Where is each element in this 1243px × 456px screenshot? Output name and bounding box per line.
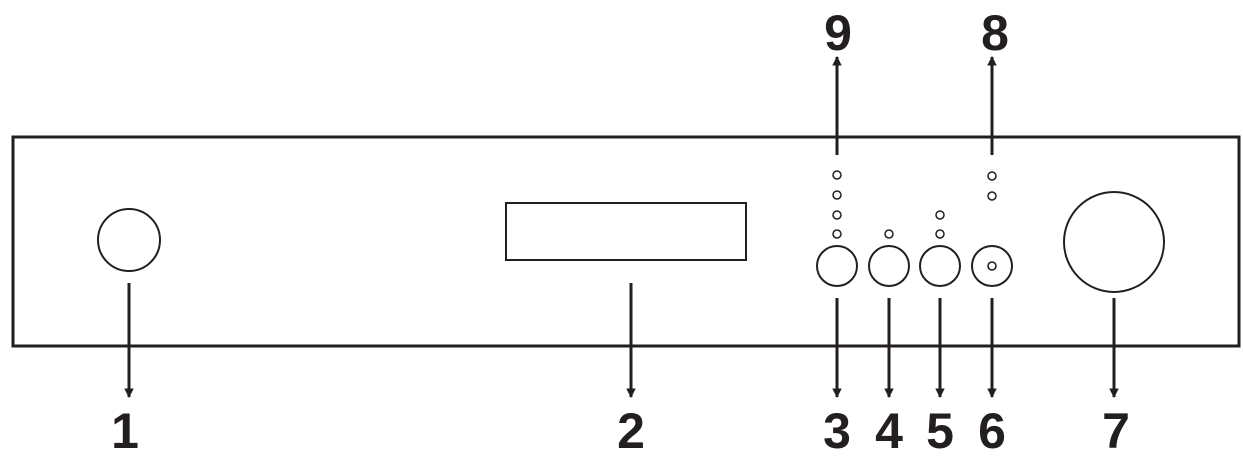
button-4: [868, 245, 910, 287]
indicator-led: [935, 210, 945, 220]
callout-label-1: 1: [111, 403, 139, 456]
display-window: [505, 202, 747, 261]
round-button-left: [97, 208, 161, 272]
indicator-group-9: [832, 170, 842, 239]
indicator-led: [832, 190, 842, 200]
callout-label-3: 3: [823, 403, 851, 456]
callout-label-4: 4: [875, 403, 903, 456]
callout-label-2: 2: [617, 403, 645, 456]
large-knob: [1063, 191, 1165, 293]
button-3: [816, 245, 858, 287]
button-6-center-dot: [987, 261, 997, 271]
indicator-group-5: [935, 210, 945, 239]
callout-label-5: 5: [926, 403, 954, 456]
indicator-led: [832, 229, 842, 239]
callout-label-9: 9: [824, 5, 852, 61]
indicator-led: [935, 229, 945, 239]
indicator-led: [987, 191, 997, 201]
button-5: [919, 245, 961, 287]
callout-label-6: 6: [978, 403, 1006, 456]
indicator-group-4: [884, 229, 894, 239]
callout-label-8: 8: [981, 5, 1009, 61]
indicator-led: [987, 171, 997, 181]
indicator-led: [832, 170, 842, 180]
indicator-group-8: [987, 171, 997, 201]
button-6: [971, 245, 1013, 287]
indicator-led: [832, 210, 842, 220]
indicator-led: [884, 229, 894, 239]
device-front-panel: [11, 135, 1241, 348]
callout-label-7: 7: [1102, 403, 1130, 456]
